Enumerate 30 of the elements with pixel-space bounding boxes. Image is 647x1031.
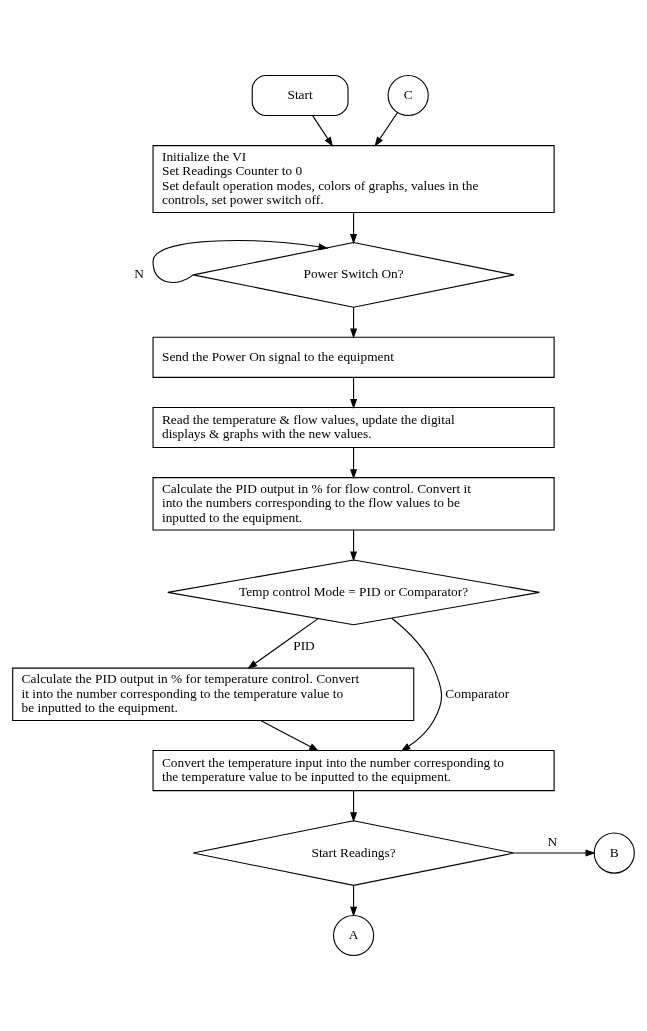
arrow: [350, 790, 358, 823]
arrow: [391, 617, 443, 752]
arrow: [350, 306, 358, 339]
node-circle: C: [387, 74, 429, 117]
arrow: [312, 115, 334, 147]
node-circle: B: [593, 832, 635, 874]
arrow: [260, 719, 320, 752]
node-box: Start: [251, 74, 349, 117]
node-box: Read the temperature & flow values, update the digital displays & graphs with the new values.: [152, 406, 555, 449]
node-box: Initialize the VI Set Readings Counter to 0 Set default operation modes, colors of graphs, values in the controls, set power switch off.: [152, 145, 555, 214]
arrow: [350, 884, 358, 917]
arrow: [152, 240, 329, 283]
node-box: Send the Power On signal to the equipment: [152, 336, 555, 378]
node-box: Convert the temperature input into the number corresponding to the temperature value to be inputted to the equipment.: [152, 750, 555, 792]
node-diamond: Temp control Mode = PID or Comparator?: [167, 559, 540, 626]
node-diamond: Start Readings?: [192, 820, 515, 886]
node-box: Calculate the PID output in % for temperature control. Convert it into the number corresponding to the temperature value to be inputted to the equipment.: [12, 667, 415, 722]
node-circle: A: [332, 914, 375, 957]
arrow: [350, 377, 358, 409]
arrow: [350, 447, 358, 480]
arrow: [350, 529, 358, 562]
arrow: [247, 618, 319, 669]
node-box: Calculate the PID output in % for flow control. Convert it into the numbers corresponding to the flow values to be inputted to the equipment.: [152, 477, 555, 531]
arrow: [374, 112, 398, 147]
edge-label: Comparator: [445, 685, 510, 701]
arrow: [350, 212, 358, 245]
edge-label: N: [134, 266, 144, 282]
arrow: [513, 849, 596, 857]
edge-label: N: [547, 833, 558, 849]
edge-label: PID: [293, 637, 315, 653]
